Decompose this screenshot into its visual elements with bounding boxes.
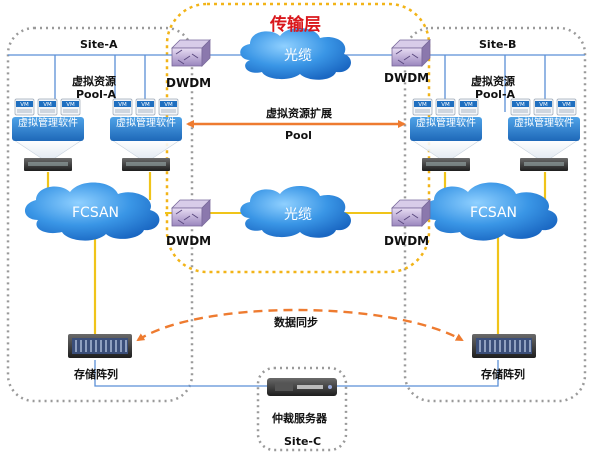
site-b-fcsan-label: FCSAN (470, 205, 518, 221)
vm-label: VM (539, 102, 548, 108)
site-a-name: Site-A (80, 38, 118, 51)
site-a-vmm-bar-2 (110, 117, 182, 141)
site-a-vmm1-cone (13, 139, 83, 161)
site-a-storage-array (68, 334, 132, 358)
vm-label: VM (66, 102, 75, 108)
site-b-vmm2-cone (509, 139, 579, 161)
vm-box: VM (14, 98, 35, 116)
site-a-pool-label-line2: Pool-A (76, 88, 117, 101)
vm-box: VM (510, 98, 531, 116)
site-b-vmm-label-2: 虚拟管理软件 (514, 118, 574, 129)
vm-label: VM (43, 102, 52, 108)
site-a-switch-1 (24, 158, 72, 171)
arbitration-server-label: 仲裁服务器 (272, 412, 327, 425)
site-b-storage-array (472, 334, 536, 358)
pool-extension-label-line1: 虚拟资源扩展 (266, 107, 332, 120)
site-a-fcsan-label: FCSAN (72, 205, 120, 221)
dwdm-device-top-left (171, 39, 211, 67)
vm-box: VM (556, 98, 577, 116)
vm-box: VM (135, 98, 156, 116)
transport-layer-title: 传输层 (270, 15, 321, 35)
vm-label: VM (418, 102, 427, 108)
data-sync-arrow (136, 308, 464, 342)
vm-label: VM (562, 102, 571, 108)
vm-label: VM (464, 102, 473, 108)
vm-box: VM (158, 98, 179, 116)
vm-box: VM (60, 98, 81, 116)
site-c-name: Site-C (284, 435, 322, 448)
site-b-switch-1 (422, 158, 470, 171)
site-a-boundary (6, 26, 194, 403)
site-b-vmm-bar-1 (410, 117, 482, 141)
site-a-vmm-label-2: 虚拟管理软件 (116, 118, 176, 129)
site-b-vmm-bar-2 (508, 117, 580, 141)
fiber-cloud-top (240, 27, 351, 80)
site-a-fcsan-cloud (24, 182, 160, 241)
site-a-storage-label: 存储阵列 (74, 368, 118, 381)
dwdm-label-middle-right: DWDM (384, 234, 430, 248)
vm-label: VM (441, 102, 450, 108)
fiber-label-top: 光缆 (284, 48, 312, 64)
pool-extension-label-line2: Pool (285, 129, 312, 142)
site-b-vmm1-cone (411, 139, 481, 161)
site-a-vmm-label-1: 虚拟管理软件 (18, 118, 78, 129)
vm-box: VM (458, 98, 479, 116)
site-b-storage-label: 存储阵列 (481, 368, 525, 381)
vm-label: VM (164, 102, 173, 108)
vm-box: VM (435, 98, 456, 116)
fiber-label-middle: 光缆 (284, 207, 312, 223)
data-sync-label: 数据同步 (274, 316, 318, 329)
site-b-fcsan-cloud (422, 182, 558, 241)
site-b-pool-label-line2: Pool-A (475, 88, 516, 101)
dwdm-device-middle-right (391, 199, 431, 227)
dwdm-device-top-right (391, 39, 431, 67)
site-a-vmm-bar-1 (12, 117, 84, 141)
site-a-vmm2-cone (111, 139, 181, 161)
vm-box: VM (37, 98, 58, 116)
site-a-switch-2 (122, 158, 170, 171)
dwdm-device-middle-left (171, 199, 211, 227)
site-b-pool-label-line1: 虚拟资源 (471, 75, 515, 88)
arbitration-server (267, 378, 337, 396)
dwdm-label-top-right: DWDM (384, 71, 430, 85)
vm-label: VM (141, 102, 150, 108)
fiber-cloud-middle (240, 185, 351, 238)
vm-box: VM (533, 98, 554, 116)
vm-label: VM (118, 102, 127, 108)
vm-box: VM (412, 98, 433, 116)
dwdm-label-top-left: DWDM (166, 76, 212, 90)
site-b-switch-2 (520, 158, 568, 171)
vm-label: VM (516, 102, 525, 108)
vm-box: VM (112, 98, 133, 116)
dwdm-label-middle-left: DWDM (166, 234, 212, 248)
vm-label: VM (20, 102, 29, 108)
site-b-vmm-label-1: 虚拟管理软件 (416, 118, 476, 129)
site-a-pool-label-line1: 虚拟资源 (72, 75, 116, 88)
site-b-name: Site-B (479, 38, 517, 51)
